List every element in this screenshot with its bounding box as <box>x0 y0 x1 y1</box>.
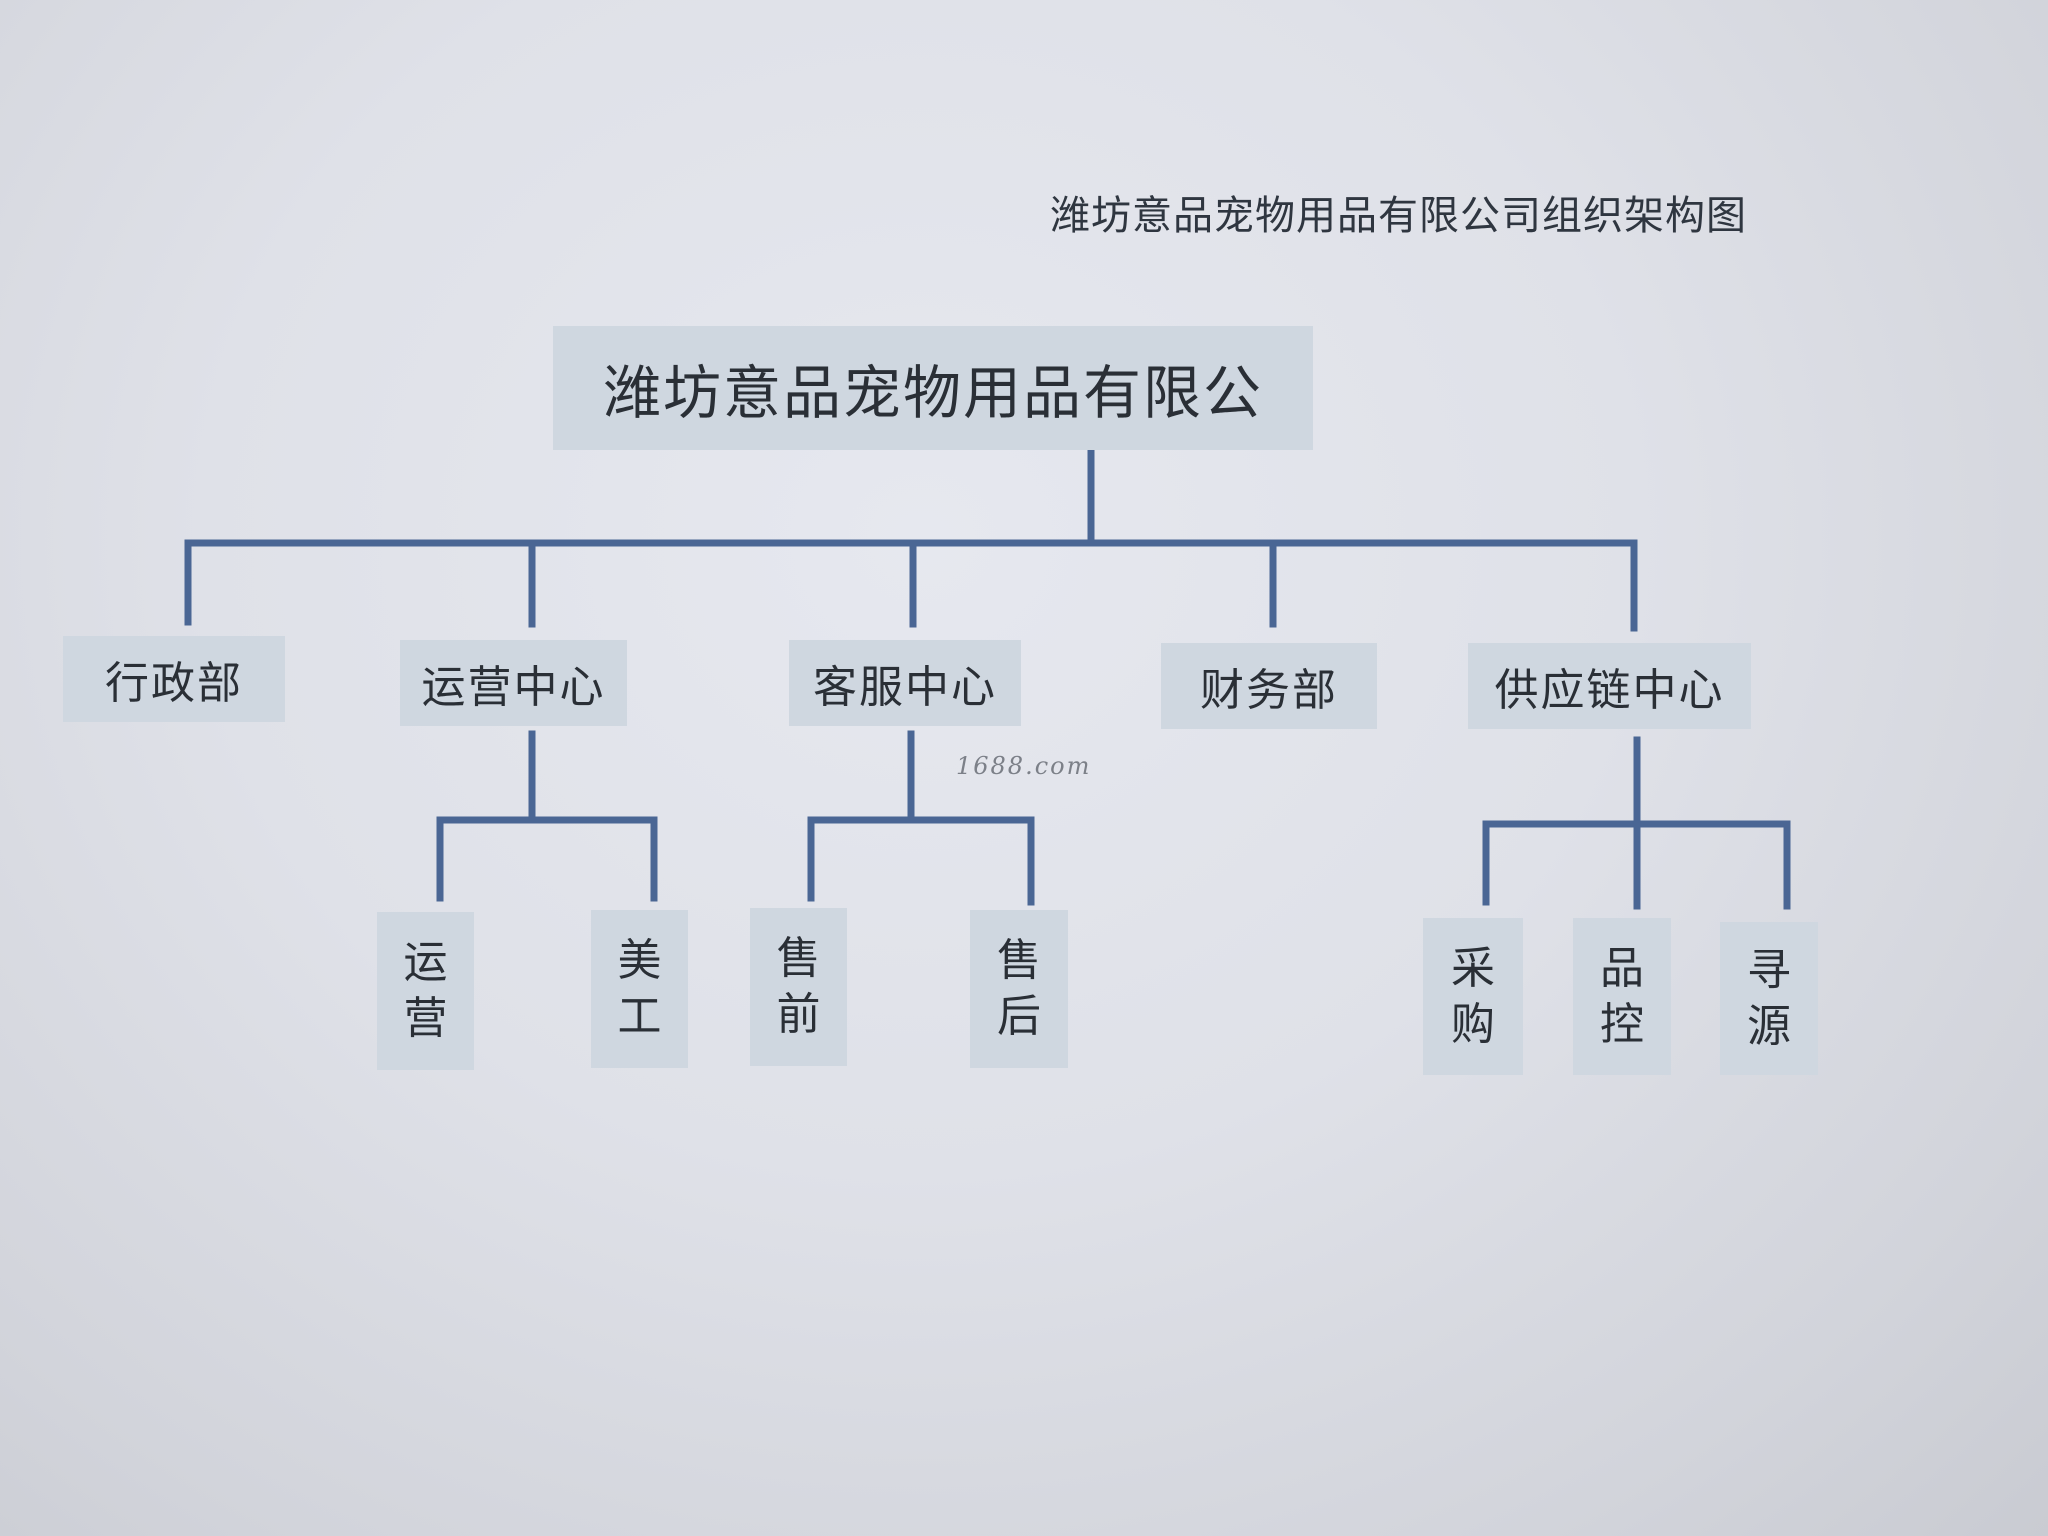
sub-node-service-presales: 售前 <box>750 908 847 1066</box>
sub-node-service-aftersales: 售后 <box>970 910 1068 1068</box>
org-root-label: 潍坊意品宠物用品有限公 <box>602 359 1263 427</box>
org-root-node: 潍坊意品宠物用品有限公 <box>553 326 1313 450</box>
sub-label-operations-design: 美工 <box>617 935 662 1042</box>
dept-node-service: 客服中心 <box>789 640 1021 726</box>
sub-label-operations-ops: 运营 <box>403 937 448 1044</box>
sub-node-operations-design: 美工 <box>591 910 688 1068</box>
sub-label-supply-purchasing: 采购 <box>1451 942 1495 1050</box>
dept-label-admin: 行政部 <box>105 658 243 709</box>
sub-label-service-aftersales: 售后 <box>997 935 1041 1042</box>
sub-node-supply-purchasing: 采购 <box>1423 918 1523 1075</box>
sub-node-supply-sourcing: 寻源 <box>1720 922 1818 1075</box>
dept-label-operations: 运营中心 <box>421 662 606 713</box>
dept-node-supply-chain: 供应链中心 <box>1468 643 1751 729</box>
dept-label-supply-chain: 供应链中心 <box>1494 665 1725 716</box>
sub-label-supply-quality: 品控 <box>1600 942 1644 1050</box>
watermark-text: 1688.com <box>956 752 1092 780</box>
dept-node-finance: 财务部 <box>1161 643 1377 729</box>
sub-label-supply-sourcing: 寻源 <box>1747 944 1791 1052</box>
dept-node-admin: 行政部 <box>63 636 285 722</box>
dept-label-finance: 财务部 <box>1200 665 1338 716</box>
dept-label-service: 客服中心 <box>813 662 997 713</box>
sub-node-operations-ops: 运营 <box>377 912 474 1070</box>
sub-label-service-presales: 售前 <box>776 933 821 1040</box>
document-title: 潍坊意品宠物用品有限公司组织架构图 <box>1050 193 1747 239</box>
dept-node-operations: 运营中心 <box>400 640 627 726</box>
sub-node-supply-quality: 品控 <box>1573 918 1671 1075</box>
